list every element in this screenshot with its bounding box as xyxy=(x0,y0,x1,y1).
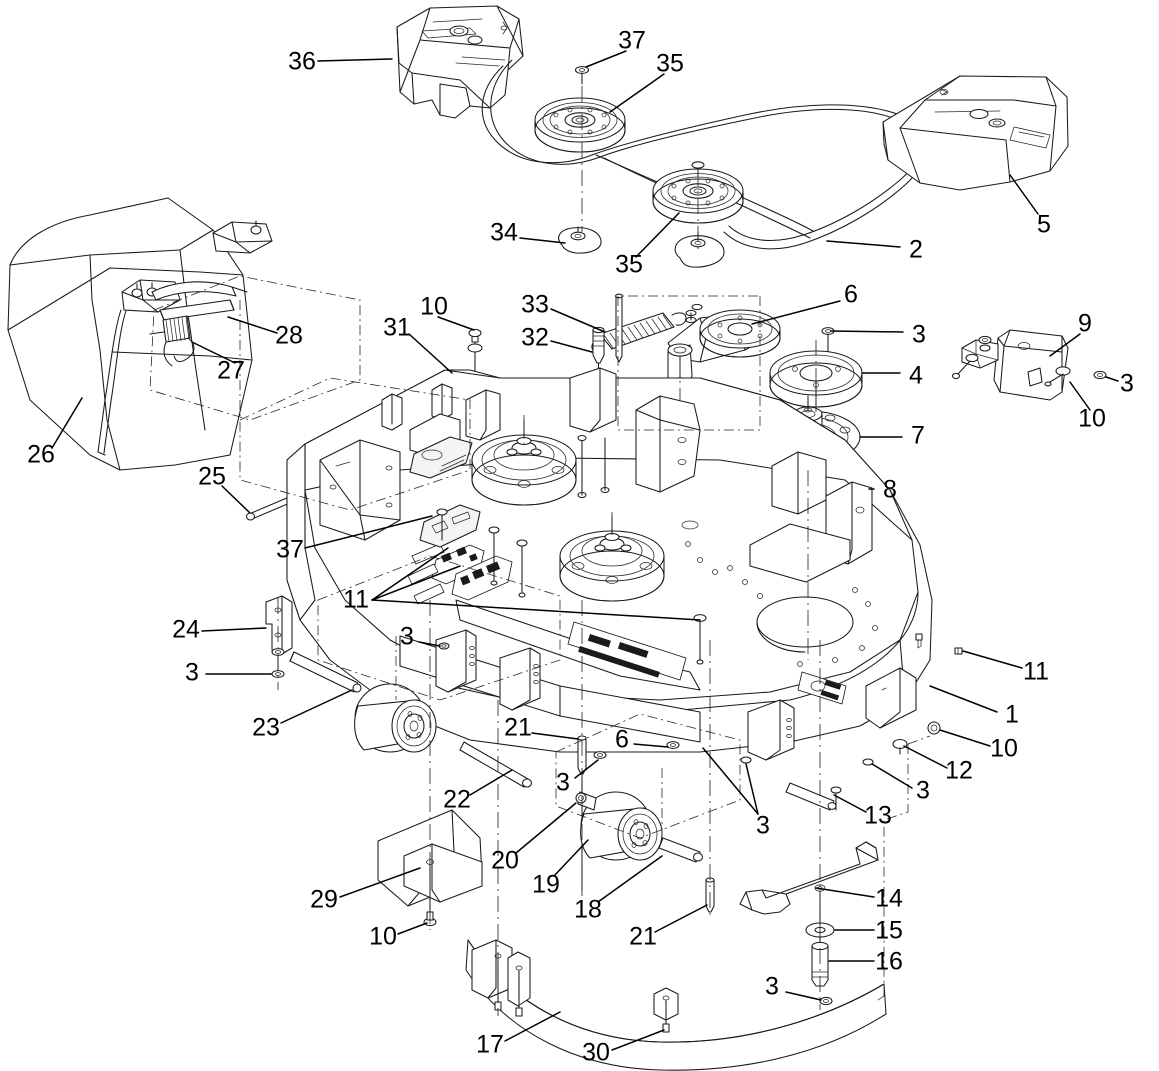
callout-number: 3 xyxy=(1120,370,1134,398)
callout-number: 3 xyxy=(185,659,199,687)
callout-number: 28 xyxy=(275,322,303,350)
callout-number: 27 xyxy=(217,357,245,385)
callout-number: 24 xyxy=(172,616,200,644)
part-17-deck-skirt-rear xyxy=(465,939,887,1071)
part-34-idler-pivot-cover xyxy=(558,226,602,254)
part-10-carriage-bolt-upper xyxy=(467,328,483,373)
callout-number: 35 xyxy=(656,50,684,78)
callout-number: 15 xyxy=(875,917,903,945)
callout-number: 18 xyxy=(574,896,602,924)
part-28-deflector-rod xyxy=(151,281,248,321)
callout-number: 10 xyxy=(420,293,448,321)
callout-number: 17 xyxy=(476,1031,504,1059)
part-36-belt-cover-left xyxy=(396,5,524,119)
part-22-roller-shaft xyxy=(459,741,533,788)
callout-number: 10 xyxy=(1078,405,1106,433)
callout-number: 11 xyxy=(343,586,369,614)
callout-number: 29 xyxy=(310,886,338,914)
callout-number: 21 xyxy=(504,714,532,742)
callout-number: 14 xyxy=(875,885,903,913)
part-5-belt-cover-right xyxy=(882,75,1069,191)
part-3-flange-nut-bracket xyxy=(1093,370,1107,380)
callout-number: 30 xyxy=(582,1039,610,1067)
callout-number: 22 xyxy=(443,786,471,814)
callout-number: 21 xyxy=(629,923,657,951)
callout-number: 3 xyxy=(912,321,926,349)
callout-number: 6 xyxy=(615,726,629,754)
callout-number: 33 xyxy=(521,291,549,319)
callout-number: 19 xyxy=(532,871,560,899)
callout-number: 25 xyxy=(198,463,226,491)
part-35-idler-pulley-upper xyxy=(534,97,626,153)
assembly-center-lines xyxy=(277,86,821,1016)
callout-number: 11 xyxy=(1023,658,1049,686)
callout-number: 2 xyxy=(909,236,923,264)
callout-number: 36 xyxy=(288,48,316,76)
part-11-plug-button-rim xyxy=(915,633,923,641)
callout-number: 6 xyxy=(844,281,858,309)
callout-number: 9 xyxy=(1078,310,1092,338)
part-14-cutting-blade xyxy=(739,841,879,915)
phantom-outlines xyxy=(149,275,931,1000)
part-13-pin-roller xyxy=(785,782,837,811)
part-23-roller-shaft-long xyxy=(289,651,362,693)
callout-number: 3 xyxy=(756,812,770,840)
callout-number: 8 xyxy=(883,476,897,504)
callout-number: 3 xyxy=(400,623,414,651)
callout-number: 5 xyxy=(1037,211,1051,239)
callout-number: 3 xyxy=(765,973,779,1001)
callout-number: 32 xyxy=(521,324,549,352)
part-10-carriage-bolt-right xyxy=(927,721,941,735)
callout-number: 7 xyxy=(911,422,925,450)
callout-number: 12 xyxy=(945,757,973,785)
part-3-flange-nut-bracket2 xyxy=(978,335,992,345)
callout-number: 37 xyxy=(618,27,646,55)
spindle-assembly-center xyxy=(559,515,665,602)
callout-number: 3 xyxy=(916,777,930,805)
part-3-flange-nut-blade xyxy=(819,996,833,1006)
callout-number: 20 xyxy=(491,847,519,875)
callout-number: 37 xyxy=(276,536,304,564)
part-11-plug-button-right xyxy=(954,647,963,655)
callout-number: 16 xyxy=(875,948,903,976)
part-37-bolt-top xyxy=(574,66,590,85)
callout-number: 10 xyxy=(369,923,397,951)
callout-number: 34 xyxy=(490,219,518,247)
part-23-anti-scalp-wheel-left xyxy=(354,683,437,753)
callout-number: 13 xyxy=(864,802,892,830)
callout-number: 31 xyxy=(383,314,411,342)
callout-number: 1 xyxy=(1005,701,1019,729)
part-18-wheel-spacer xyxy=(658,837,704,863)
leader-lines xyxy=(51,50,1119,1051)
part-10-carriage-bolt-bracket xyxy=(1044,366,1071,387)
callout-number: 4 xyxy=(909,362,923,390)
spindle-assembly-left xyxy=(471,419,577,506)
part-19-caster-wheel-right xyxy=(580,791,663,861)
callout-number: 23 xyxy=(252,714,280,742)
callout-number: 35 xyxy=(615,251,643,279)
callout-number: 10 xyxy=(990,735,1018,763)
part-37-bolt-deck-plate xyxy=(419,504,481,548)
part-20-wheel-spacer-left xyxy=(575,791,597,811)
callout-number: 26 xyxy=(27,441,55,469)
part-10-carriage-bolt-bracket-left xyxy=(951,353,979,380)
part-27-torsion-spring xyxy=(149,315,195,367)
callout-number: 3 xyxy=(556,769,570,797)
